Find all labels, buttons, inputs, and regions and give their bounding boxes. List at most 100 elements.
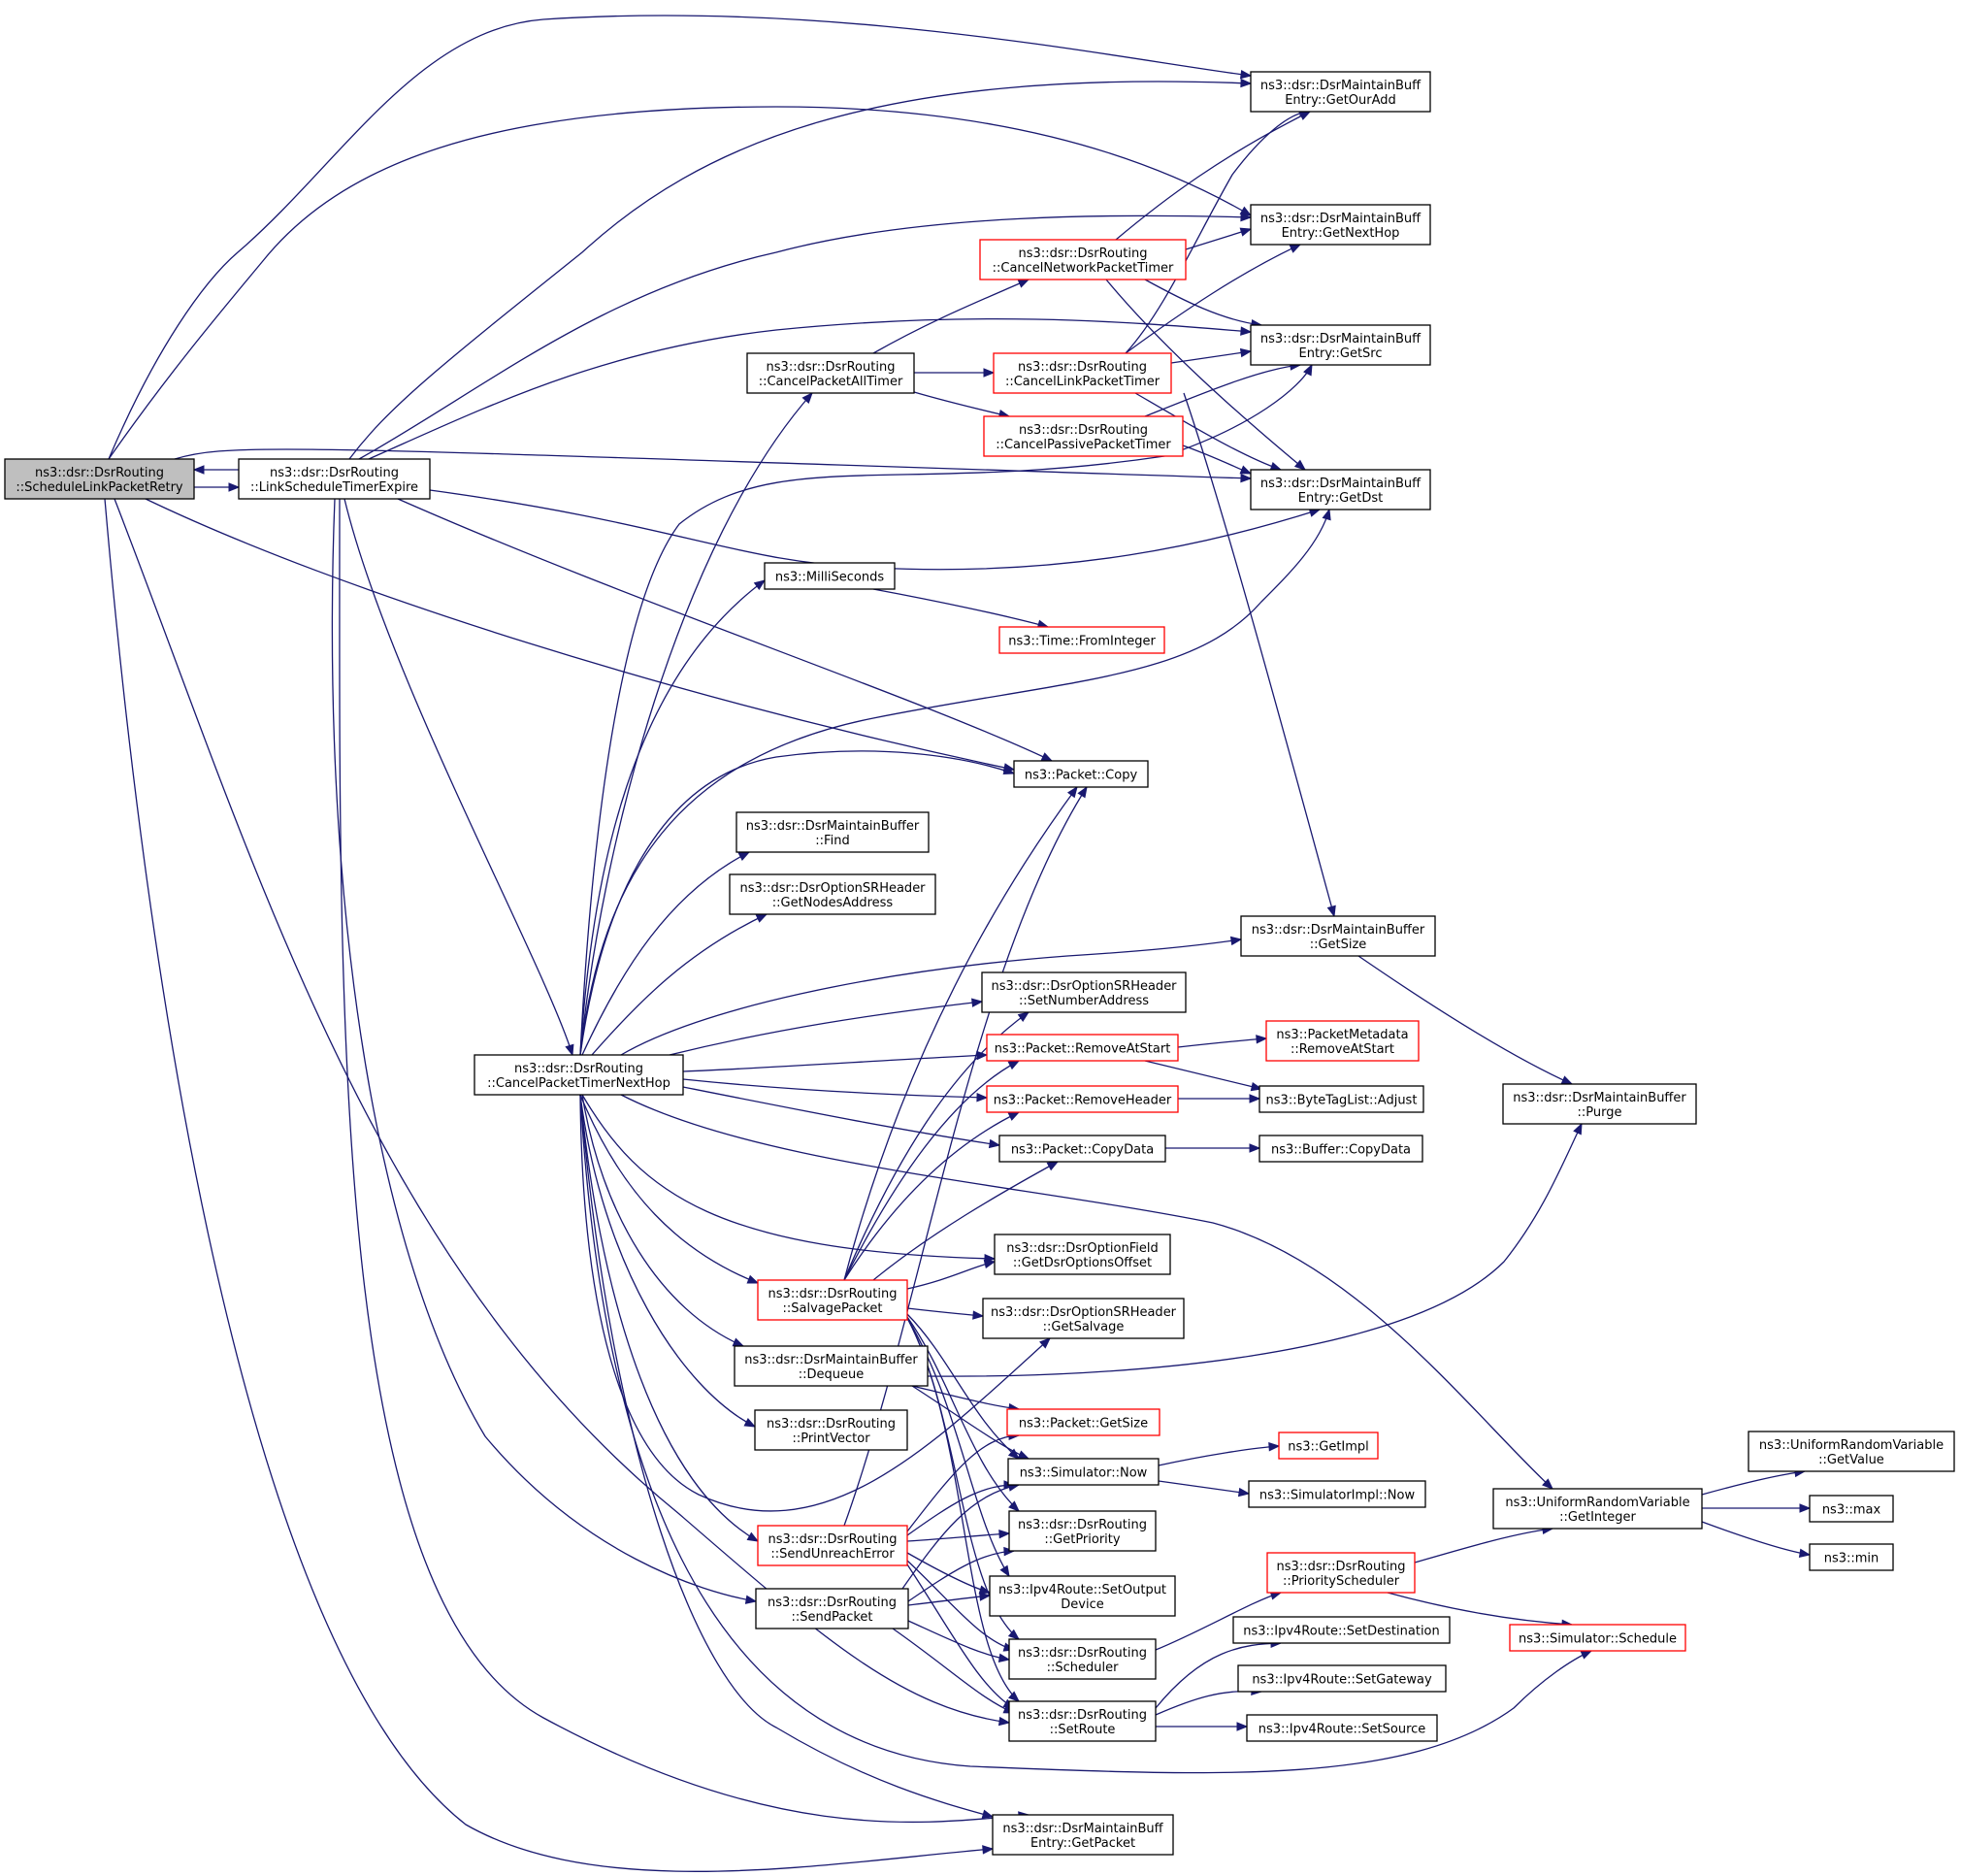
node-btl_adjust[interactable]: ns3::ByteTagList::Adjust	[1258, 1085, 1424, 1113]
node-sendunreach[interactable]: ns3::dsr::DsrRouting::SendUnreachError	[757, 1525, 908, 1566]
node-find[interactable]: ns3::dsr::DsrMaintainBuffer::Find	[735, 811, 930, 853]
node-box[interactable]	[1250, 324, 1431, 366]
node-box[interactable]	[1008, 1638, 1157, 1680]
node-box[interactable]	[1250, 469, 1431, 510]
node-box[interactable]	[1509, 1624, 1686, 1652]
node-cptnh[interactable]: ns3::dsr::DsrRouting::CancelPacketTimerN…	[474, 1054, 684, 1096]
node-setsource[interactable]: ns3::Ipv4Route::SetSource	[1246, 1714, 1438, 1742]
node-setnumaddr[interactable]: ns3::dsr::DsrOptionSRHeader::SetNumberAd…	[981, 971, 1187, 1013]
node-box[interactable]	[238, 458, 431, 500]
node-box[interactable]	[755, 1588, 909, 1629]
node-box[interactable]	[1008, 1700, 1157, 1742]
node-box[interactable]	[1809, 1543, 1894, 1571]
node-getsalvage[interactable]: ns3::dsr::DsrOptionSRHeader::GetSalvage	[982, 1298, 1185, 1339]
node-mb_getsize[interactable]: ns3::dsr::DsrMaintainBuffer::GetSize	[1240, 915, 1436, 957]
node-box[interactable]	[1258, 1085, 1424, 1113]
node-box[interactable]	[1007, 1458, 1160, 1486]
node-box[interactable]	[757, 1525, 908, 1566]
node-box[interactable]	[1232, 1616, 1451, 1644]
node-box[interactable]	[1013, 760, 1149, 788]
node-removeheader[interactable]: ns3::Packet::RemoveHeader	[986, 1085, 1179, 1113]
node-pcopydata[interactable]: ns3::Packet::CopyData	[998, 1135, 1166, 1163]
node-sendpacket[interactable]: ns3::dsr::DsrRouting::SendPacket	[755, 1588, 909, 1629]
node-pcopy[interactable]: ns3::Packet::Copy	[1013, 760, 1149, 788]
node-pgetsize[interactable]: ns3::Packet::GetSize	[1006, 1408, 1160, 1436]
node-cpat[interactable]: ns3::dsr::DsrRouting::CancelPacketAllTim…	[746, 352, 915, 394]
node-box[interactable]	[982, 1298, 1185, 1339]
node-box[interactable]	[746, 352, 915, 394]
node-millis[interactable]: ns3::MilliSeconds	[764, 562, 896, 590]
node-box[interactable]	[1266, 1552, 1416, 1594]
node-box[interactable]	[1246, 1714, 1438, 1742]
node-box[interactable]	[1248, 1480, 1426, 1508]
node-box[interactable]	[757, 1279, 908, 1321]
node-box[interactable]	[994, 1234, 1171, 1275]
node-getimpl[interactable]: ns3::GetImpl	[1278, 1432, 1379, 1460]
node-simnow[interactable]: ns3::Simulator::Now	[1007, 1458, 1160, 1486]
node-setdest[interactable]: ns3::Ipv4Route::SetDestination	[1232, 1616, 1451, 1644]
node-box[interactable]	[986, 1034, 1179, 1062]
node-cppt[interactable]: ns3::dsr::DsrRouting::CancelPassivePacke…	[983, 415, 1184, 457]
node-box[interactable]	[734, 1345, 929, 1387]
node-getnodesaddr[interactable]: ns3::dsr::DsrOptionSRHeader::GetNodesAdd…	[729, 873, 936, 915]
node-prioritysched[interactable]: ns3::dsr::DsrRouting::PriorityScheduler	[1266, 1552, 1416, 1594]
node-box[interactable]	[992, 1814, 1174, 1856]
node-box[interactable]	[1250, 71, 1431, 113]
node-printvector[interactable]: ns3::dsr::DsrRouting::PrintVector	[754, 1409, 908, 1451]
node-simschedule[interactable]: ns3::Simulator::Schedule	[1509, 1624, 1686, 1652]
node-box[interactable]	[979, 239, 1187, 280]
node-box[interactable]	[993, 352, 1172, 394]
node-simimplnow[interactable]: ns3::SimulatorImpl::Now	[1248, 1480, 1426, 1508]
node-getpacket[interactable]: ns3::dsr::DsrMaintainBuffEntry::GetPacke…	[992, 1814, 1174, 1856]
node-clpt[interactable]: ns3::dsr::DsrRouting::CancelLinkPacketTi…	[993, 352, 1172, 394]
node-scheduler[interactable]: ns3::dsr::DsrRouting::Scheduler	[1008, 1638, 1157, 1680]
node-setgateway[interactable]: ns3::Ipv4Route::SetGateway	[1237, 1664, 1447, 1693]
node-retry[interactable]: ns3::dsr::DsrRouting::ScheduleLinkPacket…	[4, 458, 195, 500]
node-box[interactable]	[735, 811, 930, 853]
node-box[interactable]	[981, 971, 1187, 1013]
node-removeatstart[interactable]: ns3::Packet::RemoveAtStart	[986, 1034, 1179, 1062]
node-setroute[interactable]: ns3::dsr::DsrRouting::SetRoute	[1008, 1700, 1157, 1742]
node-getnexthop[interactable]: ns3::dsr::DsrMaintainBuffEntry::GetNextH…	[1250, 204, 1431, 246]
node-box[interactable]	[474, 1054, 684, 1096]
node-box[interactable]	[989, 1575, 1176, 1617]
node-box[interactable]	[1237, 1664, 1447, 1693]
node-box[interactable]	[1502, 1083, 1697, 1125]
node-getpriority[interactable]: ns3::dsr::DsrRouting::GetPriority	[1008, 1510, 1157, 1552]
node-box[interactable]	[1250, 204, 1431, 246]
node-dequeue[interactable]: ns3::dsr::DsrMaintainBuffer::Dequeue	[734, 1345, 929, 1387]
node-urv_getvalue[interactable]: ns3::UniformRandomVariable::GetValue	[1748, 1431, 1955, 1472]
node-box[interactable]	[986, 1085, 1179, 1113]
node-min[interactable]: ns3::min	[1809, 1543, 1894, 1571]
node-box[interactable]	[998, 1135, 1166, 1163]
node-urv_getinteger[interactable]: ns3::UniformRandomVariable::GetInteger	[1492, 1488, 1703, 1530]
node-box[interactable]	[4, 458, 195, 500]
node-salvage[interactable]: ns3::dsr::DsrRouting::SalvagePacket	[757, 1279, 908, 1321]
node-box[interactable]	[1265, 1020, 1420, 1062]
node-lste[interactable]: ns3::dsr::DsrRouting::LinkScheduleTimerE…	[238, 458, 431, 500]
node-max[interactable]: ns3::max	[1809, 1495, 1894, 1523]
node-box[interactable]	[764, 562, 896, 590]
node-getdsroff[interactable]: ns3::dsr::DsrOptionField::GetDsrOptionsO…	[994, 1234, 1171, 1275]
node-bcopydata[interactable]: ns3::Buffer::CopyData	[1258, 1135, 1423, 1163]
node-purge[interactable]: ns3::dsr::DsrMaintainBuffer::Purge	[1502, 1083, 1697, 1125]
node-box[interactable]	[729, 873, 936, 915]
node-pm_removeatstart[interactable]: ns3::PacketMetadata::RemoveAtStart	[1265, 1020, 1420, 1062]
node-box[interactable]	[1258, 1135, 1423, 1163]
node-box[interactable]	[1492, 1488, 1703, 1530]
node-cnpt[interactable]: ns3::dsr::DsrRouting::CancelNetworkPacke…	[979, 239, 1187, 280]
node-box[interactable]	[1240, 915, 1436, 957]
node-box[interactable]	[983, 415, 1184, 457]
node-getouradd[interactable]: ns3::dsr::DsrMaintainBuffEntry::GetOurAd…	[1250, 71, 1431, 113]
node-box[interactable]	[998, 626, 1165, 654]
node-box[interactable]	[1006, 1408, 1160, 1436]
node-box[interactable]	[1278, 1432, 1379, 1460]
node-box[interactable]	[1809, 1495, 1894, 1523]
node-box[interactable]	[1008, 1510, 1157, 1552]
node-box[interactable]	[754, 1409, 908, 1451]
node-box[interactable]	[1748, 1431, 1955, 1472]
node-frominteger[interactable]: ns3::Time::FromInteger	[998, 626, 1165, 654]
